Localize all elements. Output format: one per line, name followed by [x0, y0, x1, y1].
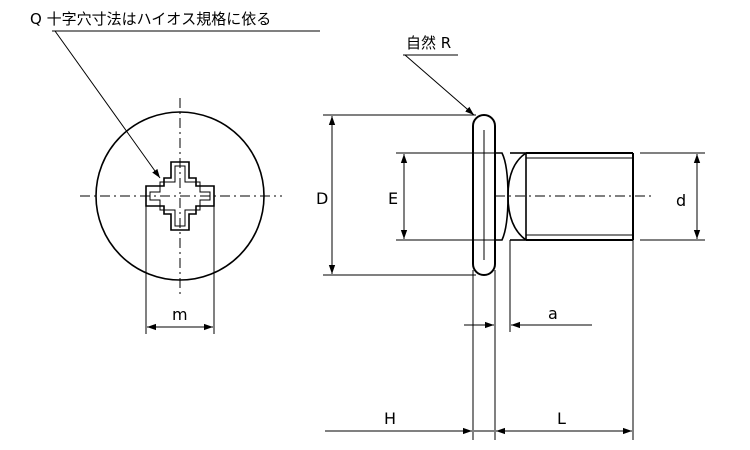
cross-recess-inner [149, 165, 211, 227]
H-label: H [384, 409, 396, 428]
a-label: a [548, 304, 558, 323]
radius-callout-label: 自然 R [406, 34, 451, 52]
radius-leader [404, 54, 475, 116]
screw-side-view [472, 114, 655, 276]
head-flange [472, 114, 496, 276]
neck-fillet [507, 152, 527, 241]
D-label: D [316, 189, 328, 208]
L-label: L [557, 409, 566, 428]
d-label: d [676, 191, 686, 210]
head-top-view: m [80, 98, 282, 334]
note-leader [54, 30, 161, 179]
m-label: m [172, 305, 188, 324]
cross-recess-note: Q 十字穴寸法はハイオス規格に依る [30, 10, 271, 28]
E-label: E [388, 189, 398, 208]
cross-recess [145, 161, 215, 231]
